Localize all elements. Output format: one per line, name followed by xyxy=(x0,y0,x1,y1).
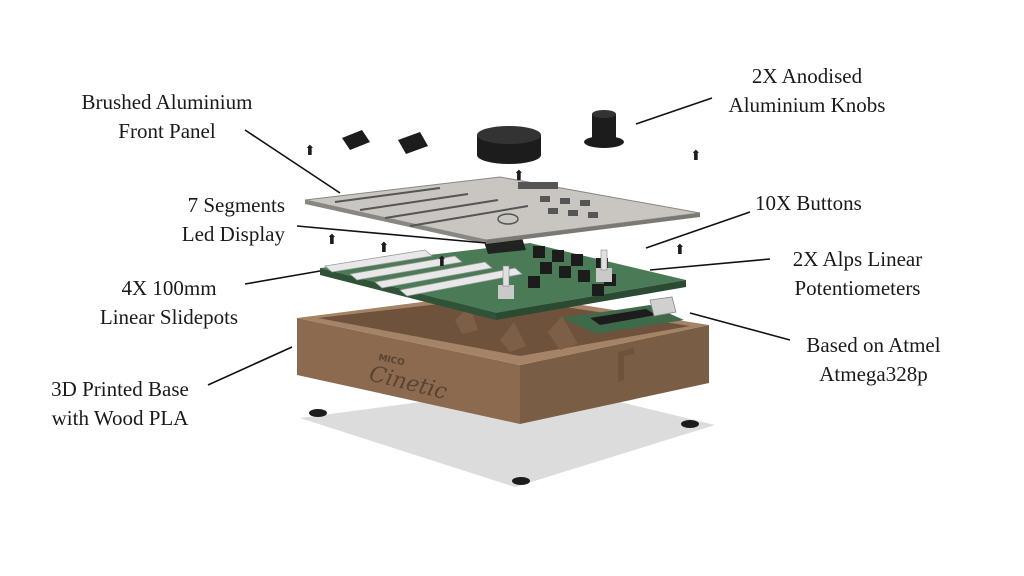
knob-bottom xyxy=(477,146,541,164)
panel-edge xyxy=(486,213,700,244)
screw-icon: ⬆ xyxy=(436,254,448,270)
base-side-mark xyxy=(618,348,634,382)
knob-top xyxy=(477,126,541,144)
panel-edge xyxy=(305,200,486,244)
callout-knobs: 2X Anodised Aluminium Knobs xyxy=(712,62,902,120)
potentiometer-shaft xyxy=(600,249,608,271)
mcu-header xyxy=(590,309,656,325)
screw-icon: ⬆ xyxy=(674,242,686,258)
leader-line-front-panel xyxy=(244,129,341,194)
callout-buttons: 10X Buttons xyxy=(755,189,905,218)
base-front-left-wall xyxy=(297,318,520,424)
callout-mcu-line2: Atmega328p xyxy=(819,362,928,386)
callout-potentiometers-line1: 2X Alps Linear xyxy=(792,247,923,271)
tactile-button xyxy=(528,276,540,288)
button-cutout xyxy=(588,212,598,218)
callout-knobs-line1: 2X Anodised xyxy=(751,64,863,88)
screw-icon: ⬆ xyxy=(513,168,525,184)
usb-connector xyxy=(649,296,677,317)
tactile-button xyxy=(533,246,545,258)
leader-line-display xyxy=(296,225,487,244)
potentiometer-body xyxy=(498,285,514,299)
slider-cap xyxy=(398,132,428,154)
rubber-foot xyxy=(512,477,530,485)
tactile-button xyxy=(552,250,564,262)
knob-hole xyxy=(497,213,519,225)
screw-icon: ⬆ xyxy=(326,232,338,248)
base-support-strut xyxy=(548,316,578,350)
callout-slidepots: 4X 100mm Linear Slidepots xyxy=(80,274,258,332)
callout-potentiometers: 2X Alps Linear Potentiometers xyxy=(770,245,945,303)
leader-line-base xyxy=(207,346,293,386)
screw-icon: ⬆ xyxy=(304,143,316,159)
display-window xyxy=(518,182,558,189)
callout-slidepots-line2: Linear Slidepots xyxy=(99,305,239,329)
aluminium-front-panel xyxy=(304,176,701,244)
slidepot xyxy=(349,255,463,281)
callout-mcu-line1: Based on Atmel xyxy=(806,333,941,357)
slot-cutout xyxy=(384,199,499,219)
tactile-button xyxy=(578,270,590,282)
floor-shadow xyxy=(300,385,715,487)
callout-base: 3D Printed Base with Wood PLA xyxy=(30,375,210,433)
callout-potentiometers-line2: Potentiometers xyxy=(794,276,921,300)
button-cutout xyxy=(540,196,550,202)
tactile-button xyxy=(540,262,552,274)
callout-knobs-line2: Aluminium Knobs xyxy=(728,93,886,117)
callout-display-line1: 7 Segments xyxy=(187,193,285,217)
base-support-strut xyxy=(500,322,526,352)
button-cutout xyxy=(568,210,578,216)
rubber-foot xyxy=(681,420,699,428)
atmega-board xyxy=(562,296,684,334)
knob-top xyxy=(592,110,616,118)
small-knob xyxy=(584,110,624,148)
tactile-button xyxy=(559,266,571,278)
main-pcb: ⬆ ⬆ ⬆ ⬆ xyxy=(320,232,686,320)
callout-slidepots-line1: 4X 100mm xyxy=(121,276,217,300)
tactile-button xyxy=(592,284,604,296)
slot-cutout xyxy=(334,187,441,203)
leader-line-buttons xyxy=(645,211,751,249)
tactile-button xyxy=(571,254,583,266)
base-inner-floor xyxy=(318,297,690,356)
screw-icon: ⬆ xyxy=(378,240,390,256)
leader-line-mcu xyxy=(689,312,791,341)
callout-front-panel: Brushed Aluminium Front Panel xyxy=(62,88,272,146)
slider-cap xyxy=(342,130,370,150)
callout-base-line2: with Wood PLA xyxy=(51,406,189,430)
slider-caps xyxy=(342,130,428,154)
potentiometer-body xyxy=(596,268,612,282)
button-cutout xyxy=(580,200,590,206)
slidepot xyxy=(324,249,433,273)
callout-base-line1: 3D Printed Base xyxy=(51,377,189,401)
callout-front-panel-line2: Front Panel xyxy=(118,119,216,143)
callout-buttons-line1: 10X Buttons xyxy=(755,191,862,215)
slot-cutout xyxy=(359,193,469,211)
leader-lines xyxy=(207,97,791,386)
slot-cutout xyxy=(409,205,529,227)
slidepot-row xyxy=(324,249,523,297)
callout-display-line2: Led Display xyxy=(181,222,285,246)
leader-line-slidepots xyxy=(244,270,321,285)
slidepot xyxy=(399,267,523,297)
knob-shaft xyxy=(592,114,616,142)
callout-front-panel-line1: Brushed Aluminium xyxy=(81,90,253,114)
button-cutout xyxy=(560,198,570,204)
callout-mcu: Based on Atmel Atmega328p xyxy=(786,331,961,389)
button-cutout xyxy=(548,208,558,214)
callout-display: 7 Segments Led Display xyxy=(120,191,285,249)
pcb-edge xyxy=(496,280,686,320)
rubber-foot xyxy=(309,409,327,417)
wood-pla-base: MICO Cinetic xyxy=(297,292,709,424)
leader-line-potentiometers xyxy=(649,258,771,271)
large-knob xyxy=(477,126,541,164)
leader-line-knobs xyxy=(635,97,713,125)
screw-icon: ⬆ xyxy=(690,148,702,164)
slidepot xyxy=(374,261,493,289)
potentiometer-shaft xyxy=(502,265,510,287)
base-front-right-wall xyxy=(520,325,709,424)
